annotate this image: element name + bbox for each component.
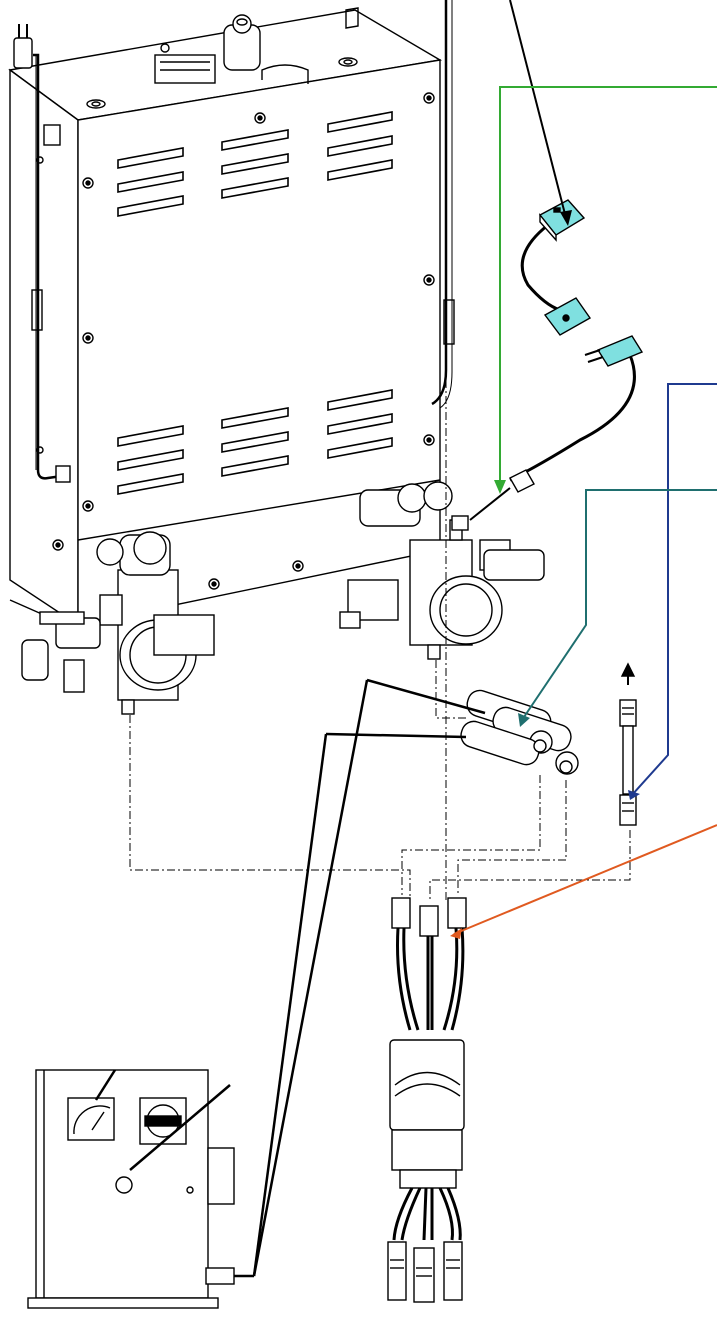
vertical-cord	[431, 0, 455, 409]
heater-plugs	[460, 689, 579, 775]
connector-plug-lower	[584, 335, 644, 367]
thermocouple-cable	[451, 199, 644, 531]
power-plug	[13, 24, 71, 483]
rotary-switch	[139, 1097, 187, 1145]
callout-orange	[450, 824, 717, 939]
callout-navy	[628, 383, 717, 800]
control-box	[27, 1069, 235, 1309]
ammeter	[67, 1097, 115, 1141]
power-leads	[94, 678, 486, 1278]
connector-plug-upper	[538, 199, 586, 242]
dash-dot-wiring	[129, 380, 631, 900]
vent-louvres-upper	[117, 111, 393, 217]
callout-green	[494, 86, 717, 494]
callout-teal	[518, 489, 717, 727]
vent-louvres-lower	[117, 389, 393, 495]
top-fittings	[86, 14, 358, 109]
cable-gland	[205, 1267, 235, 1285]
callout-arrows	[450, 0, 717, 939]
indicator-lamp	[115, 1176, 133, 1194]
main-cabinet	[8, 0, 455, 631]
callout-black	[509, 0, 572, 226]
connector-plug-middle	[543, 297, 592, 336]
right-valve-assembly	[339, 481, 545, 660]
left-valve-assembly	[21, 531, 215, 715]
cable-harness	[387, 897, 467, 1303]
thermocouple-probe	[451, 469, 535, 531]
coax-cable	[619, 662, 637, 826]
